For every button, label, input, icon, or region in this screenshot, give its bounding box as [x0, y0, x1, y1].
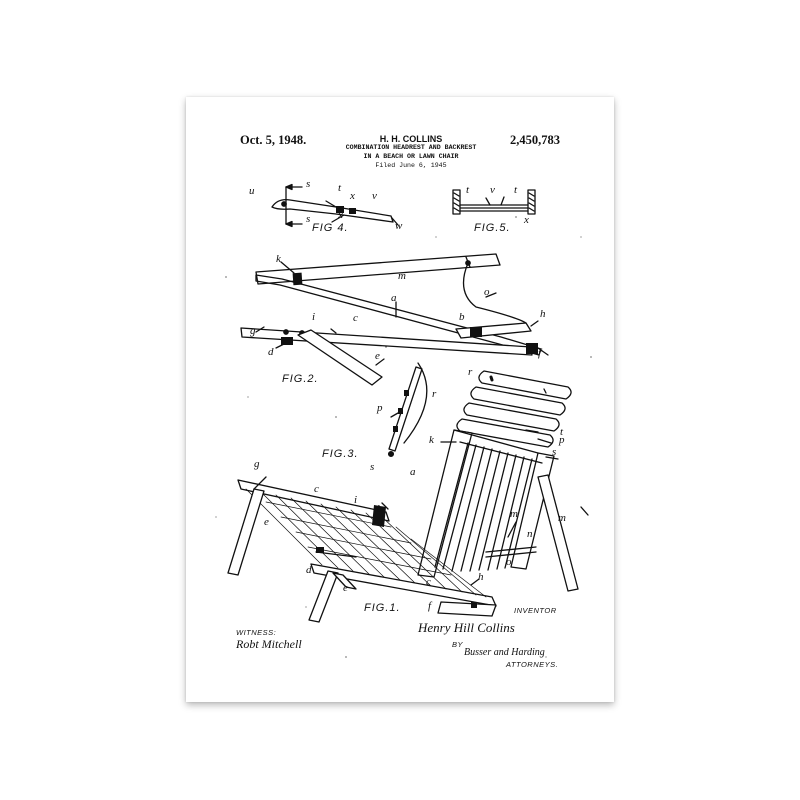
ref-letter-n: n	[527, 528, 533, 540]
ref-letter-u: u	[249, 185, 255, 197]
ref-letter-d: d	[268, 346, 274, 358]
ref-letter-a: a	[410, 466, 416, 478]
ref-letter-e: e	[375, 350, 380, 362]
ref-letter-f: f	[428, 600, 432, 612]
witness-signature: Robt Mitchell	[236, 637, 302, 651]
patent-title-line-2: IN A BEACH OR LAWN CHAIR	[363, 153, 459, 160]
ref-letter-s: s	[306, 213, 311, 225]
ref-letter-v: v	[372, 190, 377, 202]
ref-letter-o: o	[484, 286, 490, 298]
ref-letter-t: t	[466, 184, 470, 196]
ref-letter-p: p	[377, 402, 383, 414]
inventor-label: INVENTOR	[514, 606, 557, 615]
ref-letter-g: g	[254, 458, 260, 470]
ref-letter-x: x	[524, 214, 529, 226]
ref-letter-s: s	[370, 461, 375, 473]
by-label: BY	[452, 640, 464, 649]
ref-letter-h: h	[478, 571, 484, 583]
ref-letter-t: t	[560, 426, 564, 438]
ref-letter-c: c	[314, 483, 319, 495]
fig4-title: FIG 4.	[312, 222, 349, 234]
ref-letter-k: k	[276, 253, 281, 265]
ref-letter-t: t	[514, 184, 518, 196]
ref-letter-b: b	[377, 503, 383, 515]
ref-letter-o: o	[506, 556, 512, 568]
patent-filed-date: Filed June 6, 1945	[375, 162, 447, 169]
ref-letter-m: m	[558, 512, 566, 524]
fig5-drawing	[452, 189, 536, 215]
ref-letter-x: x	[350, 190, 355, 202]
print-speckles	[215, 216, 592, 658]
ref-letter-m: m	[398, 270, 406, 282]
ref-letter-v: v	[490, 184, 495, 196]
ref-letter-c: c	[353, 312, 358, 324]
ref-letter-t: t	[338, 182, 342, 194]
ref-letter-g: g	[250, 325, 256, 337]
fig3-drawing	[387, 362, 428, 458]
fig1-title: FIG.1.	[364, 602, 401, 614]
witness-label: WITNESS:	[236, 628, 277, 637]
patent-print: Oct. 5, 1948. H. H. COLLINS COMBINATION …	[186, 97, 614, 702]
ref-letter-i: i	[312, 311, 316, 323]
ref-letter-k: k	[429, 434, 434, 446]
fig1-drawing	[227, 370, 589, 623]
ref-letter-s: s	[552, 446, 557, 458]
fig4-drawing	[271, 183, 399, 228]
ref-letter-f: f	[538, 347, 542, 359]
ref-letter-m: m	[510, 508, 518, 520]
ref-letter-p: p	[559, 434, 565, 446]
fig2-drawing	[240, 253, 549, 386]
patent-date: Oct. 5, 1948.	[240, 133, 307, 147]
ref-letter-h: h	[540, 308, 546, 320]
patent-number: 2,450,783	[510, 133, 560, 147]
ref-letter-s: s	[306, 178, 311, 190]
ref-letter-e: e	[264, 516, 269, 528]
attorney-signature: Busser and Harding	[464, 647, 545, 658]
patent-title-line-1: COMBINATION HEADREST AND BACKREST	[345, 144, 477, 151]
ref-letter-x: x	[338, 209, 343, 221]
fig2-title: FIG.2.	[282, 373, 319, 385]
ref-letter-c: c	[426, 576, 431, 588]
fig5-title: FIG.5.	[474, 222, 511, 234]
ref-letter-r: r	[432, 388, 437, 400]
inventor-header: H. H. COLLINS	[379, 134, 443, 144]
ref-letter-d: d	[306, 564, 312, 576]
ref-letter-b: b	[459, 311, 465, 323]
fig3-title: FIG.3.	[322, 448, 359, 460]
ref-letter-r: r	[468, 366, 473, 378]
ref-letter-a: a	[391, 292, 397, 304]
patent-drawing	[215, 183, 592, 658]
ref-letter-e: e	[343, 582, 348, 594]
attorneys-label: ATTORNEYS.	[506, 660, 559, 669]
ref-letter-w: w	[395, 220, 403, 232]
ref-letter-i: i	[354, 494, 358, 506]
inventor-signature: Henry Hill Collins	[418, 620, 515, 635]
